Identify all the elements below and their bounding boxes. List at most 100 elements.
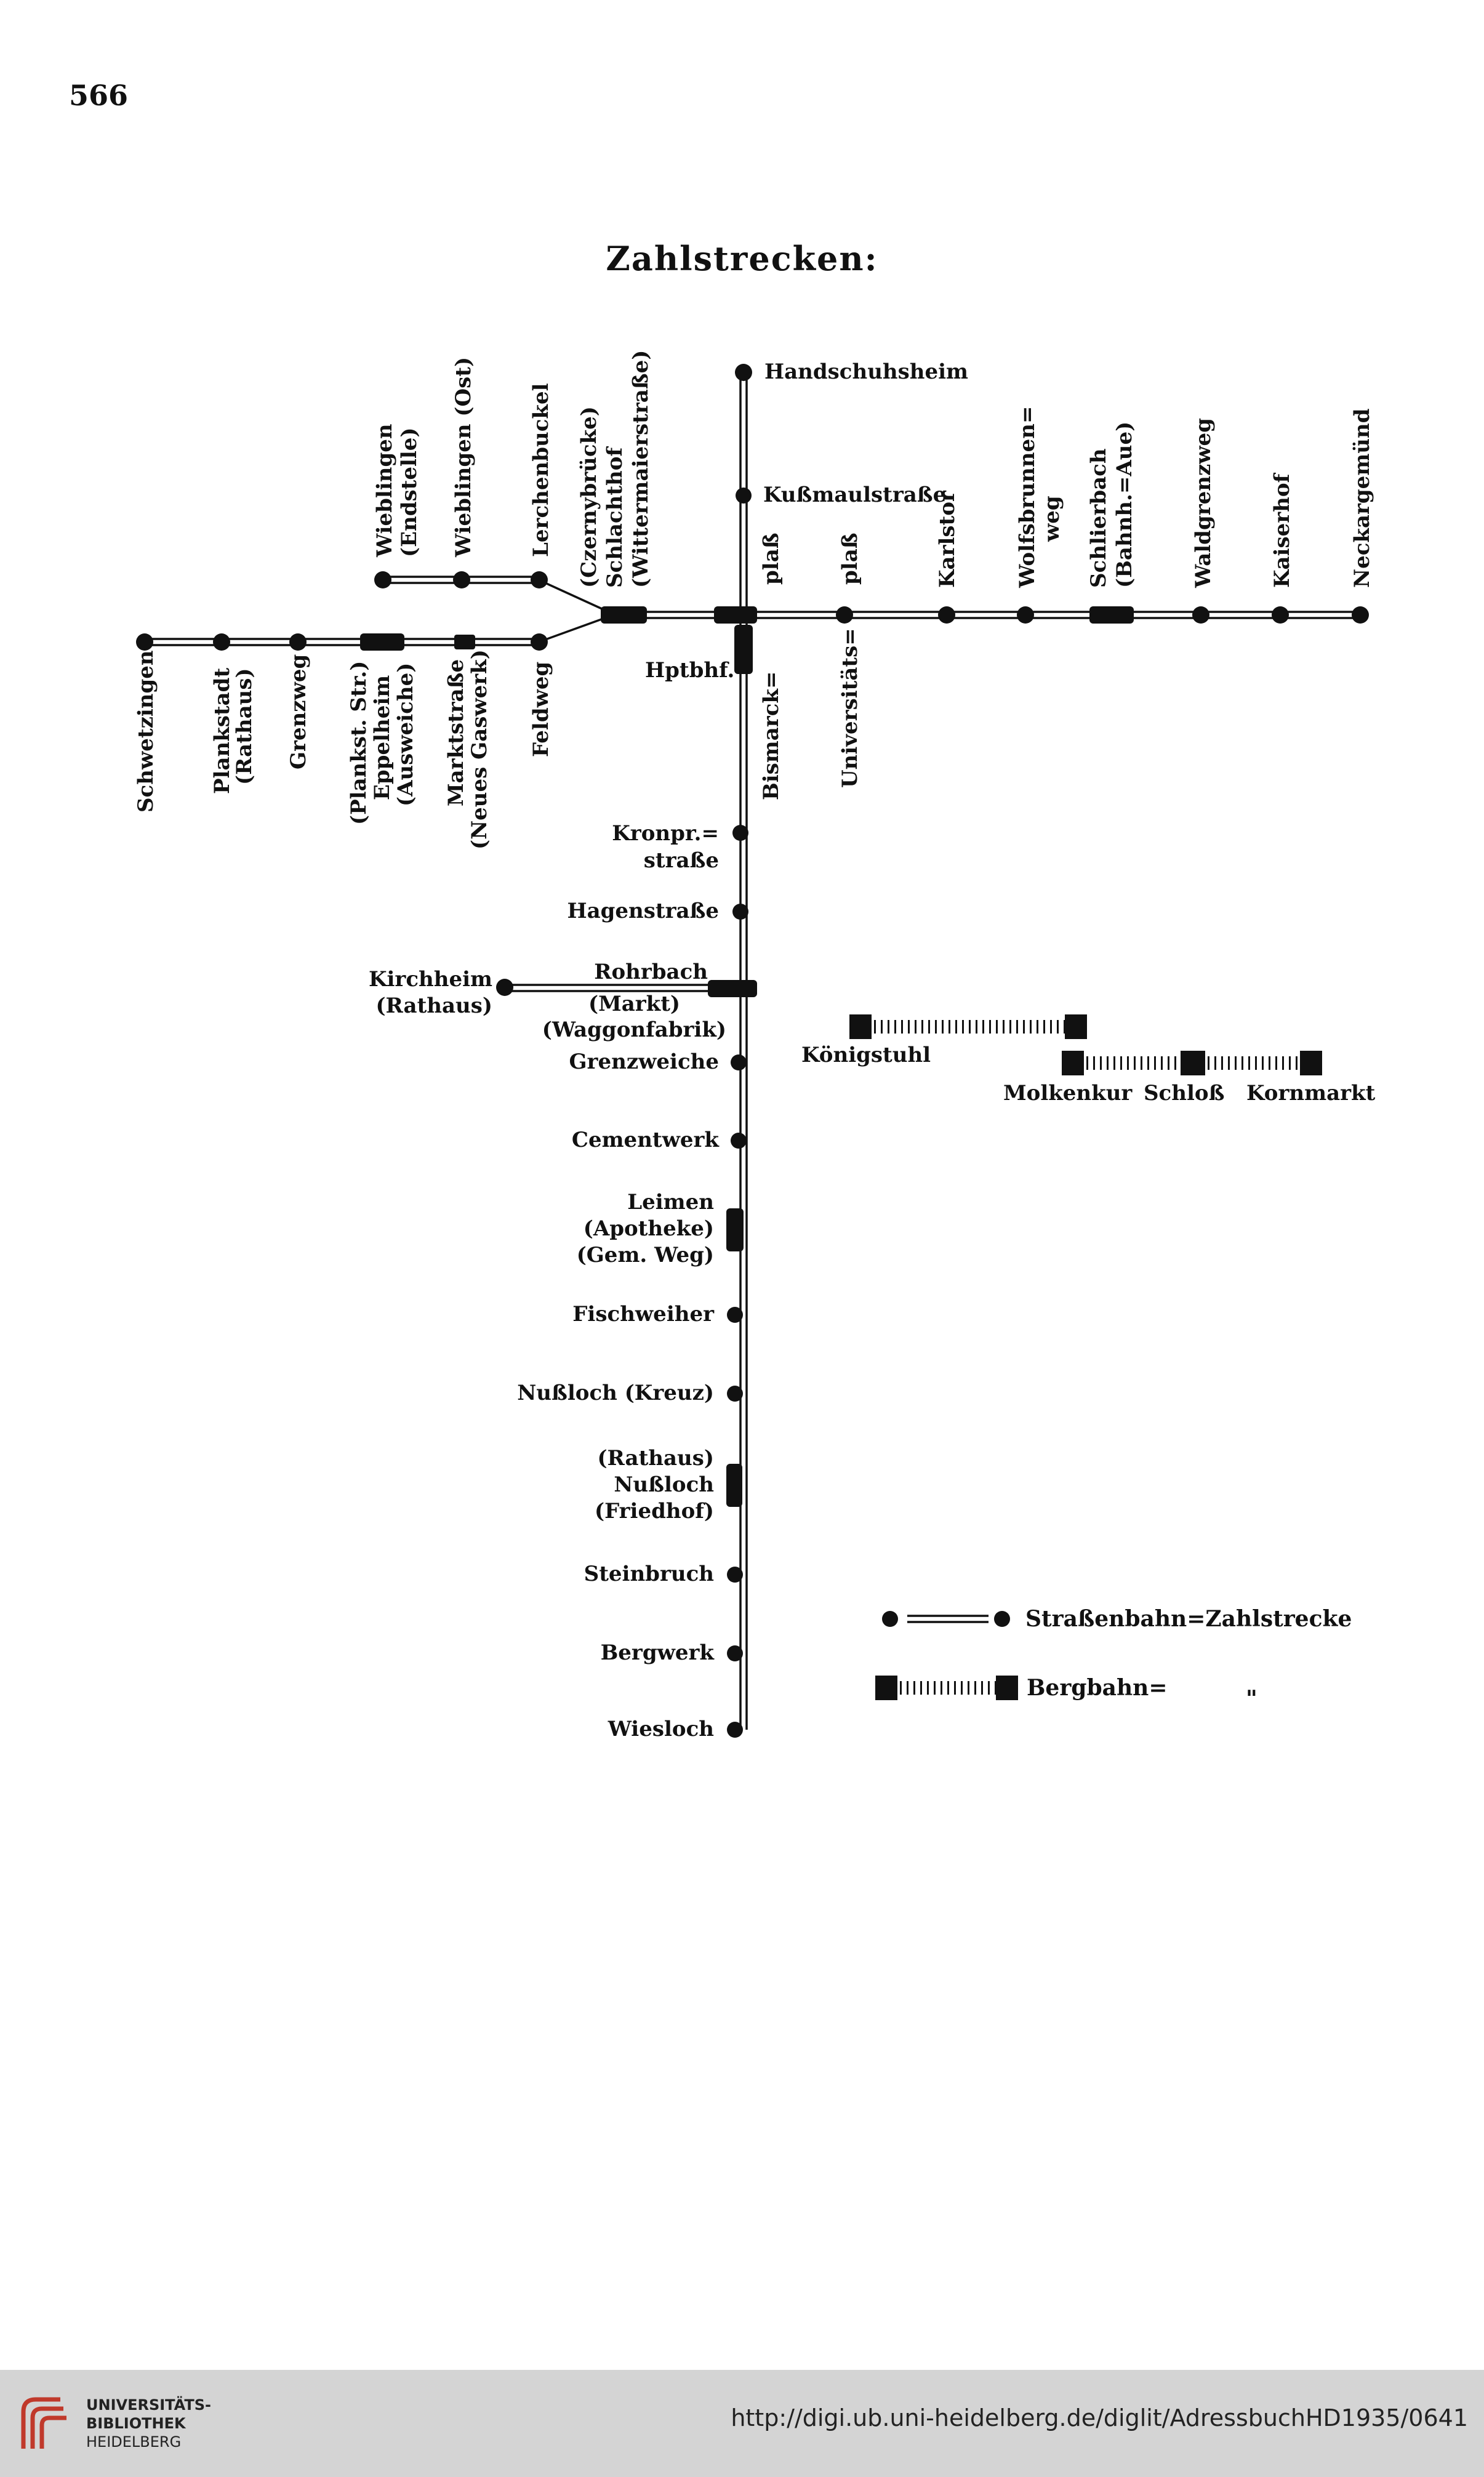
label-nussloch-2: Nußloch [614,1472,714,1497]
legend-bergbahn-stop-b [996,1676,1018,1700]
library-name-line1: UNIVERSITÄTS- [86,2396,212,2414]
stop-kussmaulstrasse [736,488,752,504]
label-marktstrasse-2: (Neues Gaswerk) [467,649,492,849]
label-grenzweg: Grenzweg [286,654,311,769]
label-plankstadt-2: (Rathaus) [232,668,257,785]
stop-universitaetsplatz [836,606,853,624]
label-rohrbach-3: (Waggonfabrik) [542,1018,726,1042]
stop-bergbahn-start [849,1014,872,1039]
label-wolfsbrunnenweg-2: weg [1040,496,1064,542]
stop-steinbruch [727,1567,743,1583]
label-leimen-2: (Apotheke) [584,1216,714,1241]
label-fischweiher: Fischweiher [572,1302,715,1327]
stop-handschuhsheim [735,364,752,381]
label-bismarckplatz-2: Bismarck= [759,672,784,800]
legend-bergbahn-stop-a [875,1676,897,1700]
label-waldgrenzweg: Waldgrenzweg [1191,418,1216,588]
stop-lerchenbuckel [531,571,548,588]
label-wiesloch: Wiesloch [608,1717,714,1741]
library-name-line2: BIBLIOTHEK [86,2415,186,2432]
label-plankstadt-1: Plankstadt [210,668,235,794]
stop-neckargemuend [1352,606,1369,624]
stop-grenzweiche [731,1054,747,1070]
library-name-line3: HEIDELBERG [86,2433,182,2451]
label-kronprinz-1: Kronpr.= [612,821,719,846]
label-bismarckplatz-1: plaß [759,532,784,585]
label-bergwerk: Bergwerk [601,1640,715,1665]
stop-nussloch-kreuz [727,1386,743,1402]
label-lerchenbuckel: Lerchenbuckel [529,383,553,557]
stop-nussloch [726,1464,742,1507]
legend-bergbahn-label: Bergbahn= [1027,1675,1167,1701]
stop-rohrbach [708,980,757,997]
stop-koenigstuhl [1065,1014,1087,1039]
stop-marktstrasse [454,635,475,649]
library-name: UNIVERSITÄTS- BIBLIOTHEK HEIDELBERG [86,2396,211,2451]
stop-schloss [1181,1051,1205,1075]
label-schlachthof-2: Schlachthof [603,446,627,588]
label-grenzweiche: Grenzweiche [569,1050,719,1074]
stop-bismarckplatz [714,606,757,624]
stop-karlstor [938,606,955,624]
stop-kirchheim [496,979,513,996]
page-number: 566 [69,79,129,112]
mountain-railway [849,1014,1322,1075]
label-feldweg: Feldweg [529,662,553,757]
source-url[interactable]: http://digi.ub.uni-heidelberg.de/diglit/… [731,2404,1468,2431]
stop-molkenkur [1062,1051,1084,1075]
stop-kaiserhof [1272,606,1289,624]
tram-route-diagram: Handschuhsheim Kußmaulstraße Hptbhf. Kro… [134,350,1376,1741]
label-hagenstrasse: Hagenstraße [567,899,719,923]
stop-schlachthof [601,606,647,624]
label-schwetzingen: Schwetzingen [134,650,158,813]
stop-grenzweg [289,633,307,651]
label-wieblingen-end-2: (Endstelle) [397,427,422,557]
label-kornmarkt: Kornmarkt [1246,1081,1376,1106]
legend-tram-label: Straßenbahn=Zahlstrecke [1025,1606,1352,1632]
label-schlierbach-2: (Bahnh.=Aue) [1112,422,1137,588]
stop-wolfsbrunnenweg [1017,606,1034,624]
stop-cementwerk [731,1133,747,1149]
label-schlachthof-1: (Czernybrücke) [577,406,601,588]
label-schlierbach-1: Schlierbach [1086,448,1111,588]
stop-kronprinzstrasse [732,825,748,841]
library-footer: UNIVERSITÄTS- BIBLIOTHEK HEIDELBERG http… [0,2370,1484,2477]
stop-fischweiher [727,1307,743,1323]
label-eppelheim-1: (Plankst. Str.) [347,661,371,825]
label-steinbruch: Steinbruch [584,1562,714,1586]
stop-waldgrenzweg [1192,606,1209,624]
label-karlstor: Karlstor [935,490,960,588]
label-wolfsbrunnenweg-1: Wolfsbrunnen= [1015,406,1040,588]
stop-schwetzingen [136,633,153,651]
legend-ditto-mark: " [1246,1686,1257,1712]
label-eppelheim-2: Eppelheim [370,675,395,800]
label-nussloch-1: (Rathaus) [597,1446,714,1471]
stop-plankstadt [213,633,230,651]
label-molkenkur: Molkenkur [1003,1081,1133,1106]
stop-wieblingen-ost [453,571,470,588]
track-lines [145,372,1360,1730]
label-cementwerk: Cementwerk [572,1128,720,1152]
label-schloss: Schloß [1144,1081,1224,1106]
label-nussloch-3: (Friedhof) [595,1499,714,1524]
label-universitaetsplatz-2: Universitäts= [838,628,862,788]
scanned-page: 566 Zahlstrecken: [69,79,1376,1741]
label-kirchheim-1: Kirchheim [369,967,492,992]
station-labels: Handschuhsheim Kußmaulstraße Hptbhf. Kro… [134,350,1376,1741]
label-handschuhsheim: Handschuhsheim [764,359,968,384]
stop-feldweg [531,633,548,651]
label-rohrbach-1: Rohrbach [594,960,708,984]
page-title: Zahlstrecken: [606,239,878,278]
legend-tram-stop-b [994,1611,1010,1627]
legend-tram-stop-a [882,1611,898,1627]
label-schlachthof-3: (Wittermaierstraße) [628,350,653,588]
stop-hagenstrasse [732,904,748,920]
stops [136,364,1369,1738]
stop-kornmarkt [1300,1051,1322,1075]
label-kussmaulstrasse: Kußmaulstraße [763,483,946,507]
label-eppelheim-3: (Ausweiche) [393,663,418,806]
track-diagonal-lower [538,617,604,643]
label-universitaetsplatz-1: plaß [838,532,862,585]
label-kaiserhof: Kaiserhof [1270,472,1294,588]
track-diagonal-upper [538,579,604,611]
